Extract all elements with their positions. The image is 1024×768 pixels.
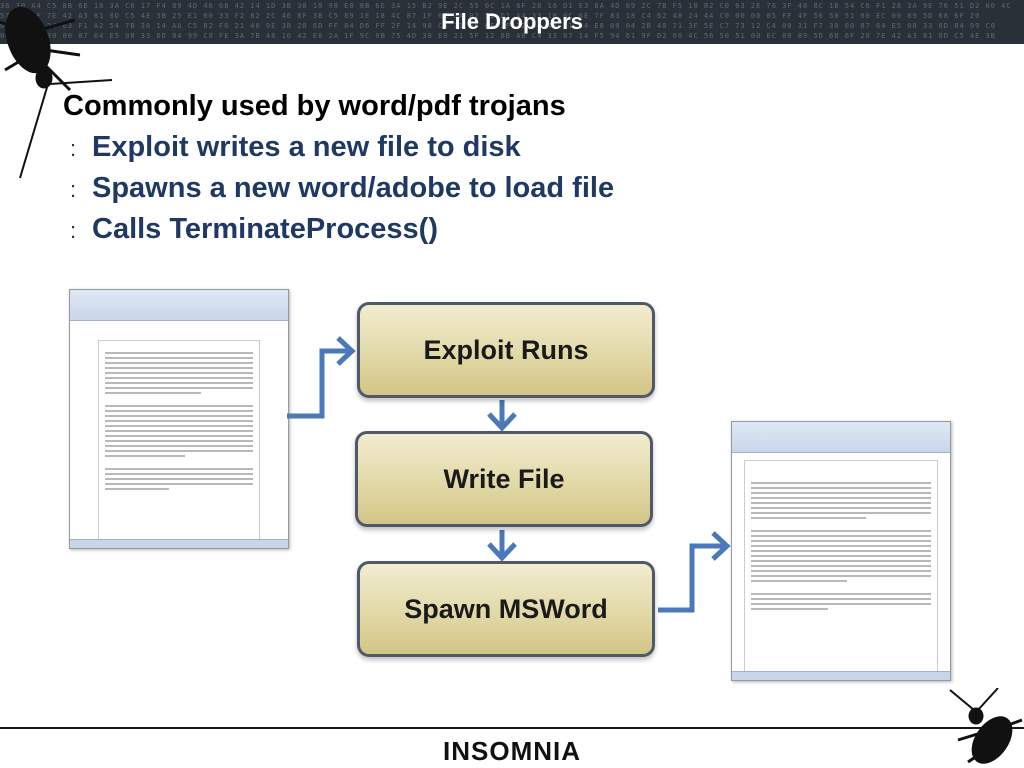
arrow-head bbox=[487, 542, 517, 562]
bullet-text: Exploit writes a new file to disk bbox=[92, 131, 521, 163]
status-bar bbox=[732, 671, 950, 680]
hex-row: 00 80 10 24 63 F1 A2 54 7B 36 14 AA C5 8… bbox=[0, 22, 996, 30]
hex-row: 00 31 F7 30 00 87 64 E5 08 33 6D 84 99 C… bbox=[0, 32, 996, 40]
ribbon bbox=[70, 290, 288, 321]
flow-step-spawn-msword: Spawn MSWord bbox=[357, 561, 655, 657]
bullet-text: Calls TerminateProcess() bbox=[92, 213, 438, 245]
hex-row: 36 30 A4 C5 8B 6E 18 3A C6 17 F4 89 4D 4… bbox=[0, 2, 1012, 10]
flow-step-write-file: Write File bbox=[355, 431, 653, 527]
bullet-marker: : bbox=[70, 136, 77, 161]
bullet-item: : Exploit writes a new file to disk bbox=[70, 131, 521, 164]
flow-step-exploit-runs: Exploit Runs bbox=[357, 302, 655, 398]
word-document-thumbnail-left bbox=[69, 289, 289, 549]
cockroach-icon bbox=[949, 688, 1023, 764]
hex-row: 57 8F 1F 7E 42 A3 81 0D C5 4E 3B 25 E1 6… bbox=[0, 12, 981, 20]
bullet-item: : Spawns a new word/adobe to load file bbox=[70, 172, 614, 205]
arrow-doc-to-exploit bbox=[287, 348, 352, 419]
bullet-marker: : bbox=[70, 218, 77, 243]
bullet-marker: : bbox=[70, 177, 77, 202]
footer-logo: INSOMNIA bbox=[443, 736, 581, 766]
word-document-thumbnail-right bbox=[731, 421, 951, 681]
arrow-spawn-to-doc bbox=[658, 543, 727, 613]
bullet-text: Spawns a new word/adobe to load file bbox=[92, 172, 615, 204]
title-bar: 36 30 A4 C5 8B 6E 18 3A C6 17 F4 89 4D 4… bbox=[0, 0, 1024, 44]
arrow-head bbox=[487, 412, 517, 432]
status-bar bbox=[70, 539, 288, 548]
arrow-head bbox=[711, 531, 731, 561]
document-page bbox=[744, 460, 938, 672]
slide-title: File Droppers bbox=[441, 9, 583, 34]
bullet-item: : Calls TerminateProcess() bbox=[70, 213, 438, 246]
ribbon bbox=[732, 422, 950, 453]
cockroach-icon bbox=[0, 6, 113, 179]
slide-heading: Commonly used by word/pdf trojans bbox=[63, 90, 566, 122]
footer-divider bbox=[0, 727, 1024, 729]
arrow-head bbox=[336, 336, 356, 366]
